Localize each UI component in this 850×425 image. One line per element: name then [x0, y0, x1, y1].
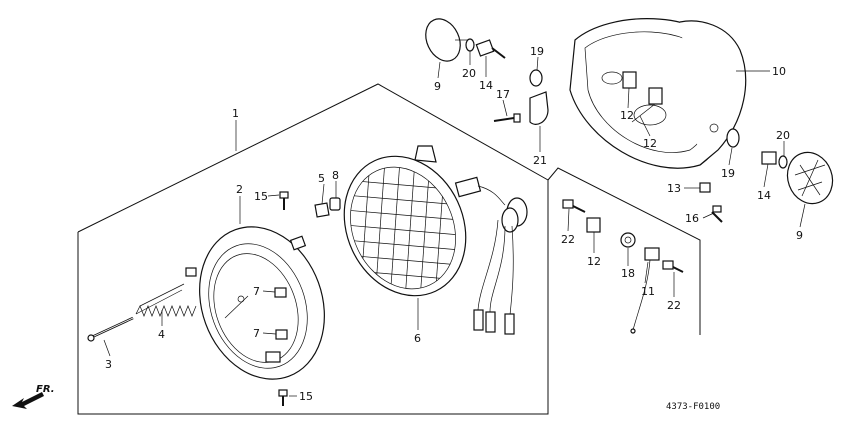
- washer-19-right: [726, 128, 740, 148]
- callout-9-left: 9: [434, 80, 441, 93]
- callout-15-lower: 15: [299, 390, 313, 403]
- screw-part-17: [493, 113, 521, 123]
- screw-lower: [278, 389, 288, 406]
- mounting-group-outline: [547, 167, 701, 335]
- callout-21: 21: [533, 154, 547, 167]
- callout-19-right: 19: [721, 167, 735, 180]
- bracket-part-21: [529, 91, 549, 125]
- diagram-code: 4373-F0100: [666, 402, 720, 412]
- callout-15-upper: 15: [254, 190, 268, 203]
- callout-12-clip: 12: [587, 255, 601, 268]
- callout-20-left: 20: [462, 67, 476, 80]
- callout-22-left: 22: [561, 233, 575, 246]
- callout-18: 18: [621, 267, 635, 280]
- rim-clip-upper: [274, 287, 287, 298]
- washer-19-left: [529, 69, 543, 87]
- callout-7-lower: 7: [253, 327, 260, 340]
- callout-2: 2: [236, 183, 243, 196]
- headlight-unit: [343, 145, 528, 335]
- collar-right: [761, 151, 777, 165]
- reflector-right: [786, 151, 834, 205]
- callout-9-right: 9: [796, 229, 803, 242]
- reflector-left: [425, 18, 468, 62]
- callout-16: 16: [685, 212, 699, 225]
- callout-5: 5: [318, 172, 325, 185]
- callout-14-left: 14: [479, 79, 493, 92]
- callout-19-left: 19: [530, 45, 544, 58]
- callout-8: 8: [332, 169, 339, 182]
- callout-10: 10: [772, 65, 786, 78]
- case-clip-upper: [622, 71, 637, 89]
- leader-lines: [103, 51, 806, 397]
- washer-20-left: [465, 38, 475, 52]
- bolt-left: [562, 199, 586, 213]
- callout-3: 3: [105, 358, 112, 371]
- rim-clip-lower: [275, 329, 288, 340]
- case-clip-lower: [648, 87, 663, 105]
- nut-part-5: [314, 202, 330, 218]
- front-direction-label: FR.: [36, 384, 55, 395]
- callout-20-right: 20: [776, 129, 790, 142]
- clip-right-group: [586, 217, 601, 233]
- callout-11: 11: [641, 285, 655, 298]
- bolt-right: [662, 260, 684, 273]
- nut-part-13: [699, 182, 711, 193]
- callout-22-right: 22: [667, 299, 681, 312]
- collar-left: [475, 39, 506, 59]
- callout-12-case-left: 12: [620, 109, 634, 122]
- callout-7-upper: 7: [253, 285, 260, 298]
- callout-1: 1: [232, 107, 239, 120]
- callout-13: 13: [667, 182, 681, 195]
- adjusting-screw: [87, 316, 134, 342]
- callout-17: 17: [496, 88, 510, 101]
- screw-upper: [279, 191, 289, 210]
- headlight-rim: [185, 226, 325, 380]
- screw-part-16: [711, 205, 723, 223]
- nut-part-18: [620, 232, 636, 248]
- front-direction-arrow: FR.: [12, 384, 55, 409]
- callout-4: 4: [158, 328, 165, 341]
- ground-wire: [630, 247, 660, 334]
- collar-part-8: [329, 197, 341, 211]
- adjusting-spring: [135, 283, 197, 317]
- callout-12-case-right: 12: [643, 137, 657, 150]
- callout-6: 6: [414, 332, 421, 345]
- assembly-group-outline: [77, 83, 549, 415]
- callout-14-right: 14: [757, 189, 771, 202]
- washer-20-right: [778, 155, 788, 169]
